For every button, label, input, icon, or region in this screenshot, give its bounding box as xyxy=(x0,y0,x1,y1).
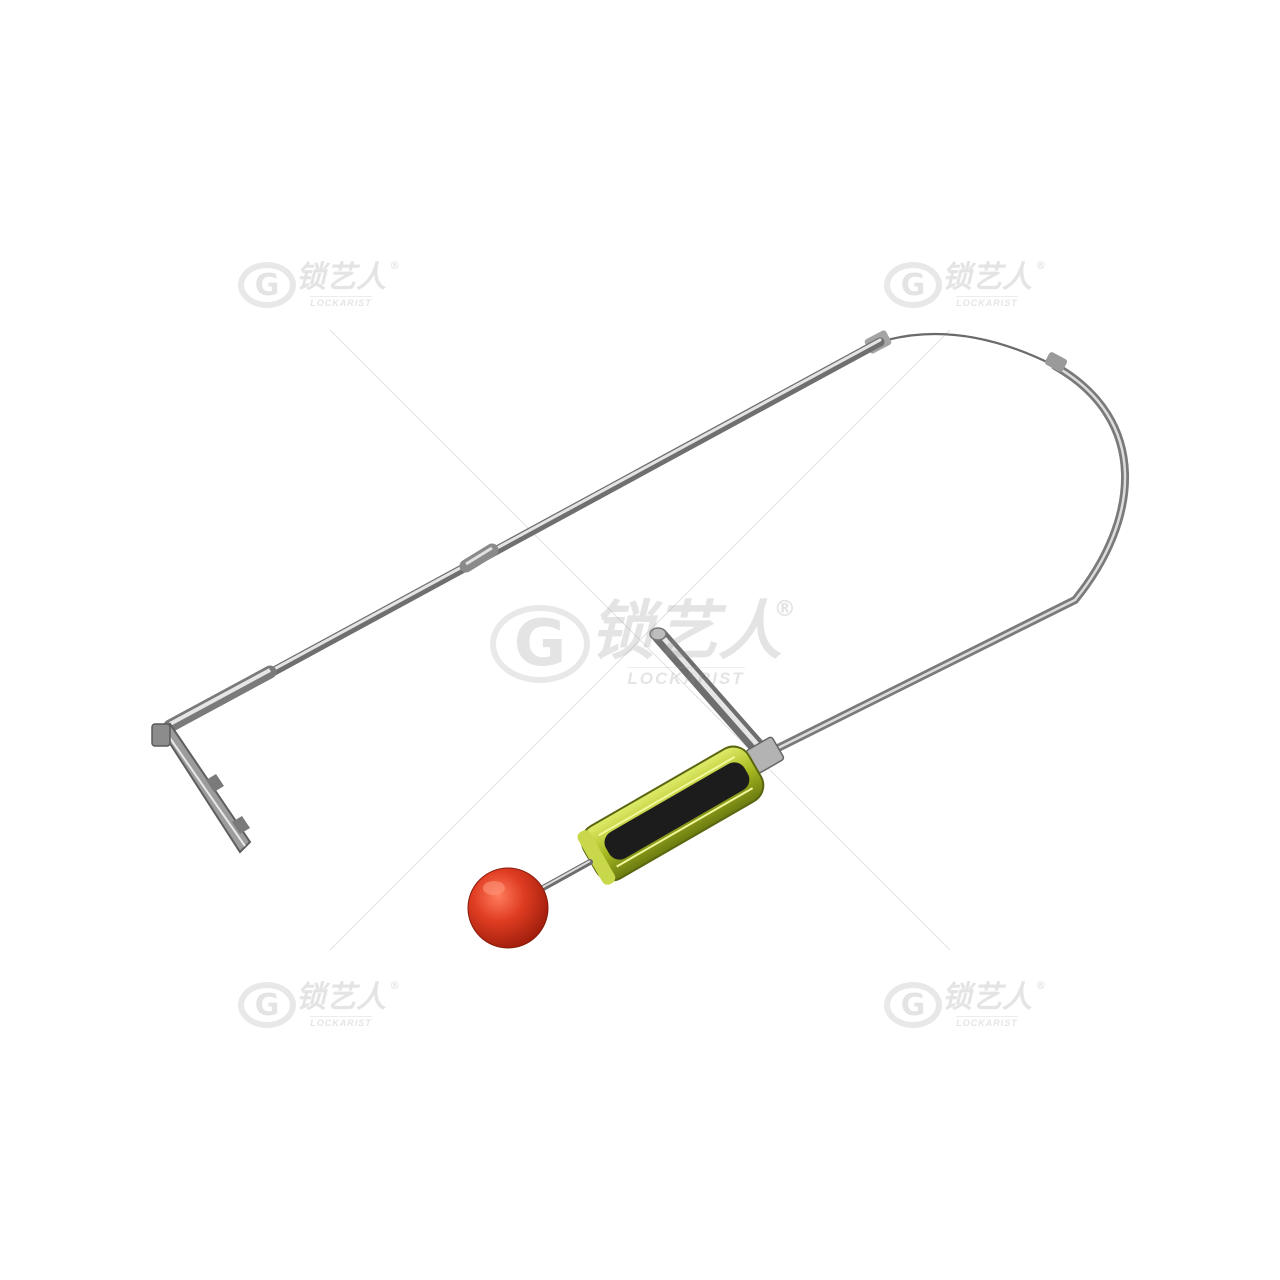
wire-loop-icon xyxy=(879,332,1056,367)
brand-logo-icon: G xyxy=(490,604,590,683)
watermark-brand-cn: 锁艺人® xyxy=(590,595,796,669)
watermark: G 锁艺人® LOCKARIST xyxy=(238,979,400,1028)
red-ball-knob-icon xyxy=(467,867,549,949)
steel-rod-icon xyxy=(766,362,1129,756)
brand-logo-icon: G xyxy=(884,982,942,1028)
watermark-brand-en: LOCKARIST xyxy=(310,1015,372,1028)
watermark-brand-cn: 锁艺人® xyxy=(942,259,1046,295)
watermark-brand-cn: 锁艺人® xyxy=(942,979,1046,1015)
watermark-lines xyxy=(329,329,951,951)
watermark: G 锁艺人® LOCKARIST xyxy=(884,979,1046,1028)
watermark: G 锁艺人® LOCKARIST xyxy=(884,259,1046,308)
watermark-brand-cn: 锁艺人® xyxy=(296,979,400,1015)
watermark-brand-en: LOCKARIST xyxy=(956,295,1018,308)
screwdriver-handle-icon xyxy=(577,745,765,885)
watermark-brand-en: LOCKARIST xyxy=(310,295,372,308)
brand-logo-icon: G xyxy=(238,262,296,308)
brand-logo-icon: G xyxy=(884,262,942,308)
t-bar-icon xyxy=(649,627,770,760)
watermark: G 锁艺人® LOCKARIST xyxy=(238,259,400,308)
watermark-center: G 锁艺人® LOCKARIST xyxy=(490,595,796,688)
steel-rod-icon xyxy=(163,337,885,733)
watermark-brand-en: LOCKARIST xyxy=(627,667,745,688)
brand-logo-icon: G xyxy=(238,982,296,1028)
watermark-brand-en: LOCKARIST xyxy=(956,1015,1018,1028)
hook-tip-icon xyxy=(151,722,252,854)
watermark-brand-cn: 锁艺人® xyxy=(296,259,400,295)
